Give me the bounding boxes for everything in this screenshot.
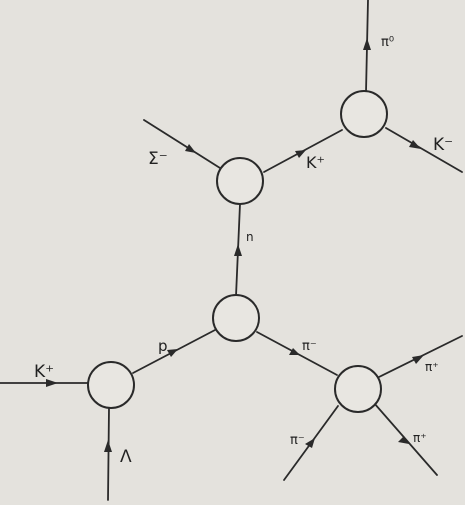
label-neutron: n	[246, 230, 254, 244]
label-k-plus-upper: K⁺	[306, 153, 325, 172]
label-lambda: Λ	[120, 447, 132, 467]
label-proton: p	[158, 337, 168, 355]
pi-minus-mid-arrow-icon	[289, 348, 300, 355]
proton-arrow-icon	[167, 349, 178, 357]
k-minus-line	[385, 127, 463, 173]
vertex-lower-right	[334, 365, 382, 413]
k-minus-arrow-icon	[409, 140, 421, 149]
label-pi-plus-bottom: π⁺	[413, 431, 427, 445]
label-pi-plus-top: π⁺	[425, 360, 439, 374]
label-sigma-minus: Σ⁻	[148, 149, 168, 169]
sigma-line	[143, 119, 221, 169]
label-pi-minus-mid: π⁻	[302, 339, 317, 354]
k-plus-upper-arrow-icon	[295, 150, 306, 158]
k-plus-left-arrow-icon	[46, 379, 58, 387]
vertex-center	[212, 294, 260, 342]
pi-plus-bottom-arrow-icon	[398, 436, 409, 444]
neutron-arrow-icon	[234, 244, 242, 256]
lambda-arrow-icon	[104, 440, 112, 452]
lambda-line	[107, 407, 110, 501]
pi0-arrow-icon	[363, 38, 371, 50]
label-k-plus-left: K⁺	[34, 362, 54, 382]
label-pi-minus-bottom: π⁻	[290, 433, 305, 448]
sigma-arrow-icon	[185, 144, 196, 153]
pi-minus-bottom-arrow-icon	[305, 438, 315, 448]
label-k-minus: K⁻	[433, 135, 453, 155]
pi-plus-top-arrow-icon	[412, 355, 424, 364]
label-pi0: π⁰	[381, 35, 394, 50]
vertex-upper-middle	[216, 157, 264, 205]
vertex-top-right	[340, 90, 388, 138]
vertex-lower-left	[87, 361, 135, 409]
